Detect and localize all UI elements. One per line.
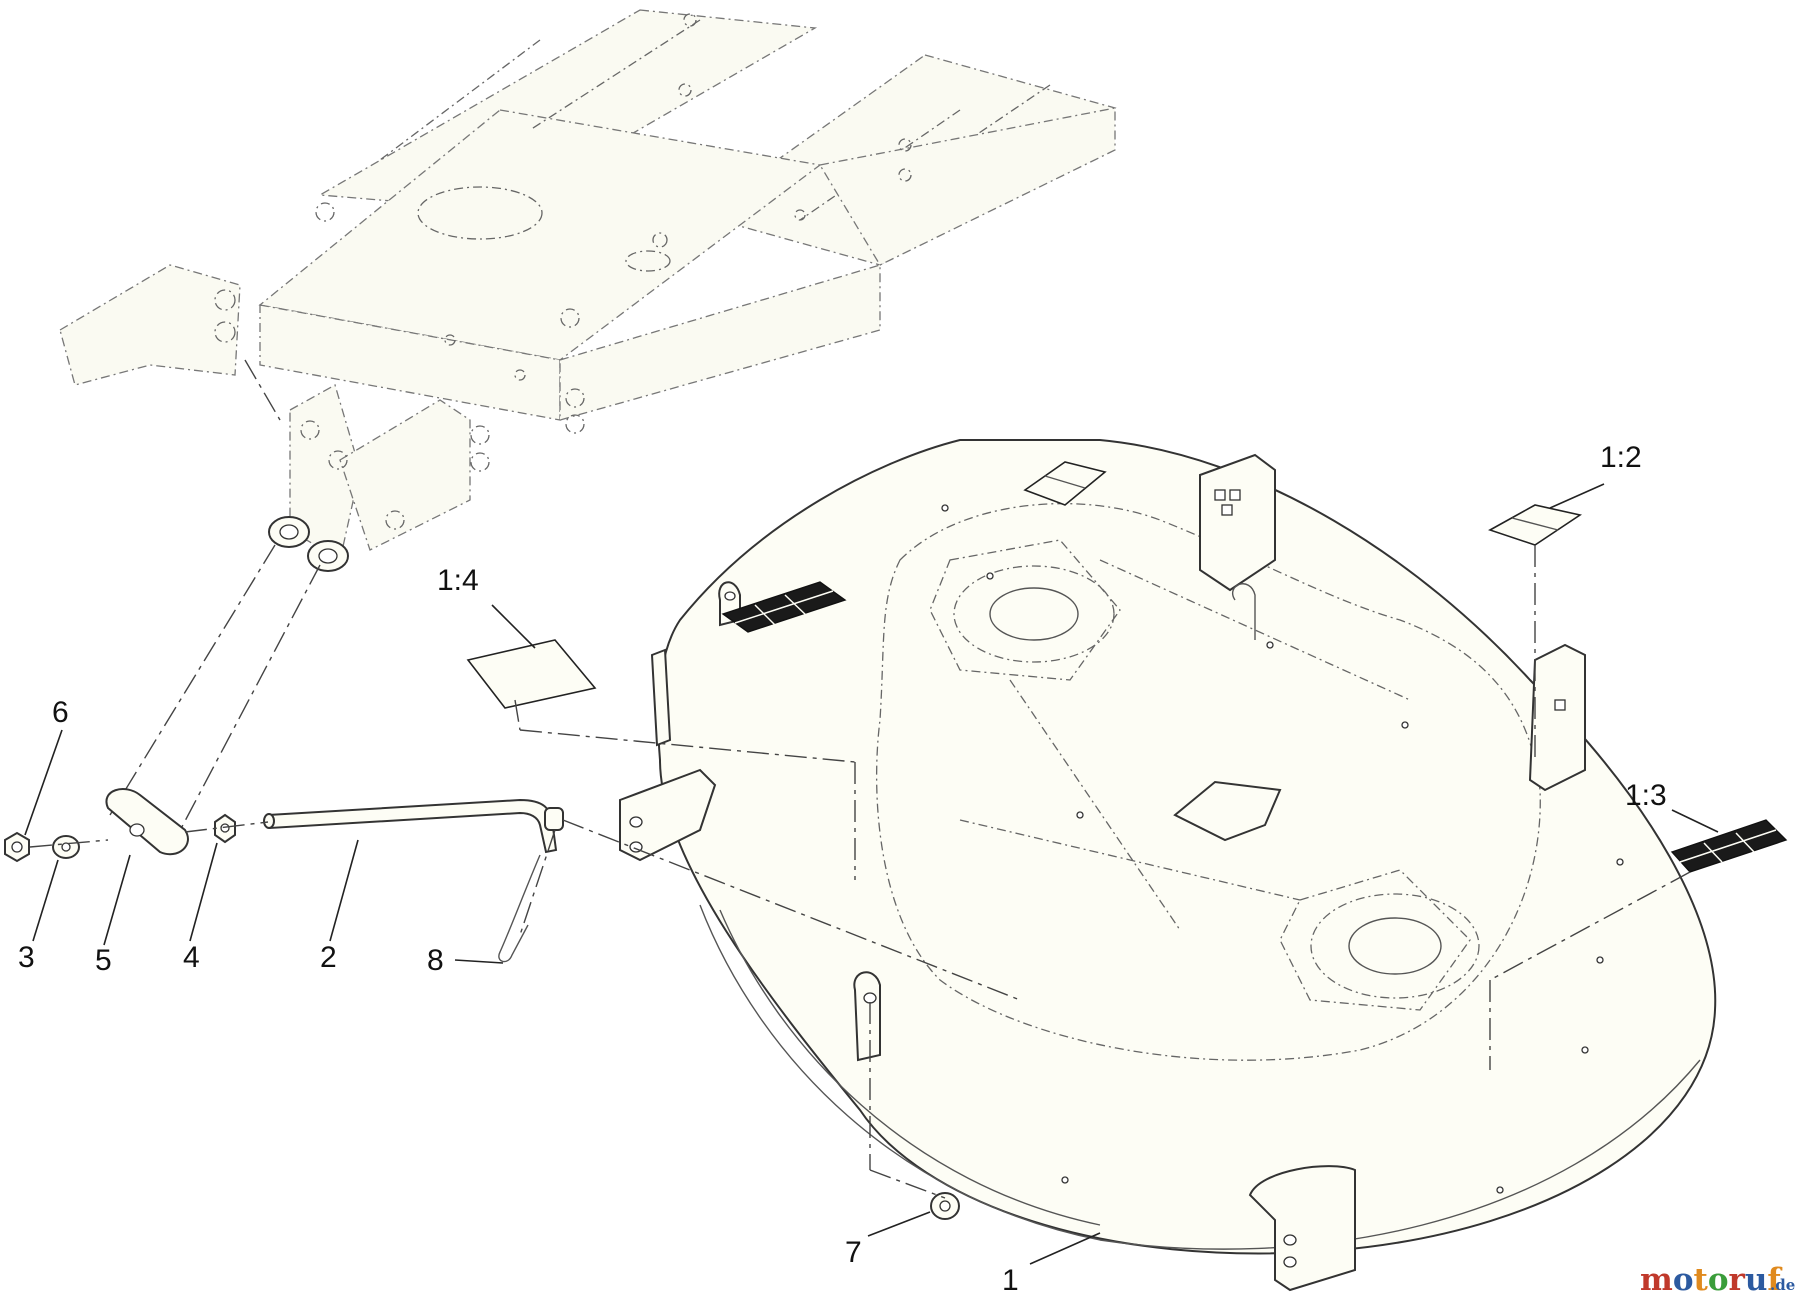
hairpin-8 bbox=[498, 854, 541, 963]
spindle-left bbox=[929, 539, 1121, 681]
callout-2: 2 bbox=[320, 941, 337, 974]
washer-3 bbox=[52, 835, 80, 859]
nut-6 bbox=[4, 831, 30, 863]
hanger-link bbox=[105, 544, 321, 856]
decal-1-2 bbox=[1488, 504, 1583, 546]
callout-1: 1 bbox=[1002, 1264, 1019, 1297]
decal-1-3 bbox=[1670, 819, 1788, 873]
leaders bbox=[24, 483, 1719, 1265]
lift-rod bbox=[263, 798, 1021, 1001]
spindle-right bbox=[1279, 869, 1480, 1011]
callout-1-4: 1:4 bbox=[437, 564, 479, 597]
washer-7 bbox=[930, 1192, 960, 1220]
callout-3: 3 bbox=[18, 941, 35, 974]
svg-text:motoruf: motoruf bbox=[1640, 1262, 1782, 1298]
callout-7: 7 bbox=[845, 1236, 862, 1269]
callout-5: 5 bbox=[95, 944, 112, 977]
callout-1-3: 1:3 bbox=[1625, 779, 1667, 812]
motoruf-logo: motoruf .de bbox=[1640, 1262, 1795, 1298]
callout-6: 6 bbox=[52, 696, 69, 729]
callout-4: 4 bbox=[183, 941, 200, 974]
callout-8: 8 bbox=[427, 944, 444, 977]
nut-4 bbox=[214, 813, 236, 844]
svg-text:.de: .de bbox=[1770, 1276, 1795, 1294]
callout-labels: 6 3 5 4 2 8 7 1 1:4 1:2 1:3 bbox=[18, 441, 1667, 1297]
mower-deck bbox=[619, 439, 1717, 1292]
decal-1-4 bbox=[466, 639, 597, 709]
callout-1-2: 1:2 bbox=[1600, 441, 1642, 474]
tractor-frame bbox=[59, 9, 1117, 572]
